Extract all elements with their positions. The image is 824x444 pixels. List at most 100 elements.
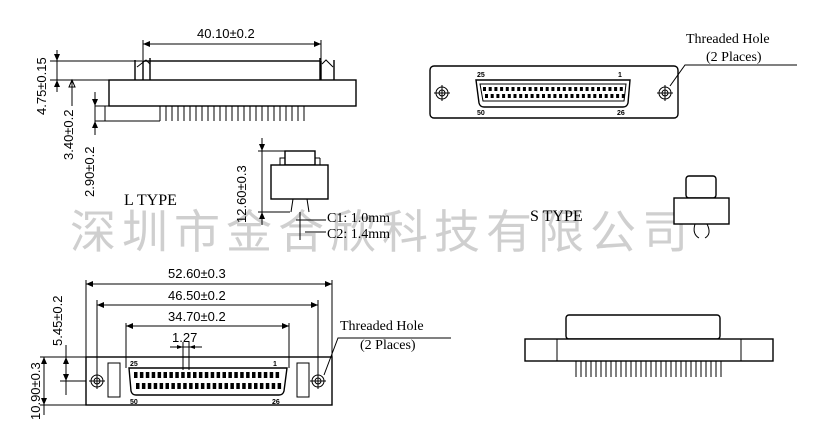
pin-contact	[228, 372, 232, 378]
pin-contact	[587, 94, 591, 98]
pin-contact	[534, 87, 538, 91]
pin-contact	[195, 383, 199, 389]
pin-contact	[547, 94, 551, 98]
s-side-body	[673, 197, 730, 225]
pin-contact	[581, 94, 585, 98]
pin-contact	[610, 94, 614, 98]
pin-contact	[593, 94, 597, 98]
pin-contact	[559, 94, 563, 98]
l-type-front-view: 40.10±0.2 4.75±0.15 3.40±0.2 2.90±0.2	[34, 26, 357, 197]
pin-contact	[187, 372, 191, 378]
bottom-threaded-hole-places: (2 Places)	[360, 338, 416, 353]
pin-contact	[553, 94, 557, 98]
pin-1-label: 1	[618, 72, 622, 79]
pin-26-label: 26	[617, 110, 625, 117]
pin-contact	[198, 372, 203, 378]
pin-contact	[177, 383, 181, 389]
pin-contact	[564, 94, 568, 98]
pin-contact	[159, 383, 164, 389]
pin-contact	[604, 94, 608, 98]
bottom-threaded-hole-title: Threaded Hole	[340, 319, 424, 334]
s-type-label: S TYPE	[530, 208, 583, 225]
pin-contact	[494, 87, 498, 91]
pin-contact	[252, 372, 256, 378]
pin-contact	[614, 87, 618, 91]
pin-contact	[153, 383, 158, 389]
pin-contact	[275, 372, 280, 378]
overall-dim-label: 52.60±0.3	[168, 266, 226, 281]
pin-contact	[517, 87, 521, 91]
pin-contact	[528, 87, 532, 91]
pin-contact	[240, 372, 244, 378]
bottom-pin-25-label: 25	[130, 361, 138, 368]
pin-contact	[513, 94, 517, 98]
bottom-latch-left	[107, 362, 121, 398]
front-flange	[524, 338, 774, 362]
pitch-dim-label: 1.27	[172, 330, 197, 345]
pin-contact	[216, 372, 221, 378]
height-b-label: 10.90±0.3	[28, 362, 43, 420]
bottom-pin-26-label: 26	[272, 399, 280, 406]
pin-contact	[511, 87, 515, 91]
threaded-hole-title: Threaded Hole	[686, 32, 770, 47]
pin-contact	[145, 372, 150, 378]
threaded-hole-places: (2 Places)	[706, 50, 762, 65]
pin-contact	[171, 383, 175, 389]
pin-contact	[212, 383, 217, 389]
pin-contact	[619, 87, 623, 91]
pin-25-label: 25	[477, 72, 485, 79]
s-type-side-view	[673, 175, 730, 239]
bottom-top-view: 25 1 50 26 52.60±0.3 46.50±0.2 34.70±0.2…	[28, 266, 451, 420]
l-type-side-view: 12.60±0.3 C1: 1.0mm C2: 1.4mm	[234, 138, 390, 242]
pin-contact	[210, 372, 215, 378]
pin-contact	[271, 383, 276, 389]
pin-contact	[576, 94, 580, 98]
pin-contact	[269, 372, 274, 378]
dim-c-label: 2.90±0.2	[82, 146, 97, 197]
pin-contact	[248, 383, 252, 389]
c2-label: C2: 1.4mm	[327, 227, 390, 242]
pin-contact	[616, 94, 620, 98]
pin-contact	[234, 372, 238, 378]
pin-contact	[591, 87, 595, 91]
pin-contact	[524, 94, 528, 98]
pin-contact	[570, 94, 574, 98]
pin-contact	[621, 94, 625, 98]
pin-contact	[608, 87, 612, 91]
l-type-label: L TYPE	[124, 192, 177, 209]
bottom-flange	[85, 356, 333, 406]
pin-contact	[134, 372, 138, 378]
inner-dim-label: 34.70±0.2	[168, 309, 226, 324]
pin-contact	[597, 87, 600, 91]
flange	[108, 79, 357, 107]
pin-contact	[236, 383, 240, 389]
height-a-label: 5.45±0.2	[50, 295, 65, 346]
pin-contact	[204, 372, 209, 378]
bottom-front-view	[524, 314, 774, 377]
bottom-d-shell	[128, 367, 288, 396]
pin-contact	[551, 87, 555, 91]
pin-contact	[277, 383, 282, 389]
pin-contact	[507, 94, 511, 98]
pin-contact	[602, 87, 606, 91]
pin-contact	[574, 87, 578, 91]
pin-contact	[183, 383, 187, 389]
pin-contact	[151, 372, 156, 378]
l-type-pins	[159, 106, 305, 121]
pin-contact	[536, 94, 540, 98]
pin-contact	[175, 372, 179, 378]
pin-contact	[206, 383, 211, 389]
pin-contact	[540, 87, 543, 91]
pin-contact	[246, 372, 250, 378]
pin-contact	[259, 383, 264, 389]
pin-contact	[193, 372, 197, 378]
flange-outline	[429, 65, 679, 119]
pin-contact	[585, 87, 589, 91]
side-body	[270, 164, 329, 200]
pin-contact	[490, 94, 494, 98]
pin-contact	[562, 87, 566, 91]
c1-label: C1: 1.0mm	[327, 211, 390, 226]
pin-contact	[254, 383, 258, 389]
side-top	[284, 150, 316, 166]
pin-contact	[500, 87, 504, 91]
